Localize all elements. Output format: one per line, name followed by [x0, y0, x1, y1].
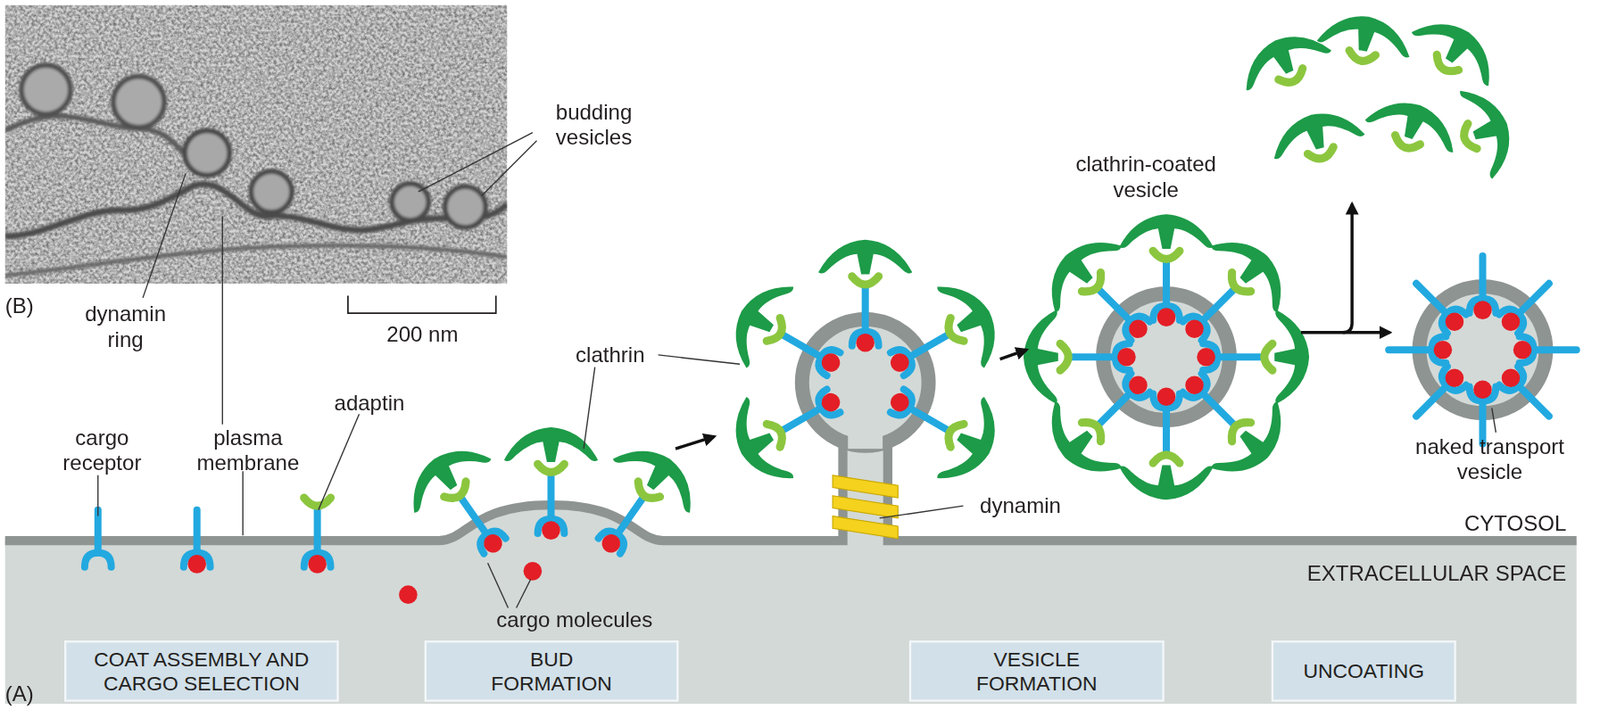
part-label: clathrin-coated vesicle	[1044, 150, 1249, 202]
cargo-receptor	[304, 510, 332, 574]
stage-box: UNCOATING	[1271, 640, 1457, 703]
micrograph-vesicle	[250, 171, 292, 213]
scale-bar	[348, 296, 497, 314]
part-label: EXTRACELLULAR SPACE	[1239, 560, 1567, 587]
part-label: (B)	[5, 292, 57, 319]
process-arrow	[675, 204, 1390, 449]
part-label: plasma membrane	[182, 424, 316, 476]
part-label: cargo receptor	[45, 424, 158, 476]
coat-units	[718, 240, 1013, 496]
stage-box: VESICLE FORMATION	[909, 640, 1165, 703]
extracellular-space	[5, 439, 1577, 705]
part-label: budding vesicles	[522, 99, 665, 150]
stage-box: BUD FORMATION	[424, 640, 680, 703]
part-label: naked transport vesicle	[1398, 433, 1583, 485]
part-label: clathrin	[559, 341, 662, 368]
vesicle-neck	[847, 432, 883, 449]
stage-label: COAT ASSEMBLY AND CARGO SELECTION	[79, 646, 324, 697]
micrograph-grain	[5, 5, 508, 284]
adaptin	[304, 497, 332, 506]
cargo-receptor	[84, 510, 112, 568]
micrograph-membrane	[5, 245, 508, 275]
part-label: dynamin	[969, 492, 1071, 519]
stage-label: VESICLE FORMATION	[960, 646, 1114, 697]
stage-label: BUD FORMATION	[474, 646, 629, 697]
micrograph-membrane	[5, 116, 186, 156]
micrograph-vesicle	[21, 65, 71, 115]
released-clathrin	[1232, 5, 1524, 183]
part-label: 200 nm	[371, 321, 473, 348]
part-label: adaptin	[318, 389, 421, 416]
stage-box: COAT ASSEMBLY AND CARGO SELECTION	[64, 640, 340, 703]
leader-line	[98, 132, 1497, 609]
part-label: cargo molecules	[477, 606, 672, 633]
part-label: CYTOSOL	[1301, 510, 1567, 537]
dynamin-ring	[832, 475, 898, 539]
micrograph-structures	[5, 65, 508, 276]
micrograph-vesicle	[113, 76, 165, 128]
coat-unit	[567, 432, 709, 579]
cargo-receptor	[183, 510, 211, 574]
micrograph-vesicle	[184, 130, 230, 175]
cargo-receptors	[1388, 256, 1576, 444]
part-label: (A)	[5, 680, 57, 707]
micrograph	[5, 5, 508, 284]
cargo-molecule	[398, 585, 418, 605]
micrograph-background	[5, 5, 508, 284]
micrograph-vesicle	[445, 186, 487, 228]
part-label: dynamin ring	[69, 300, 183, 352]
coat-units	[1023, 214, 1310, 500]
stage-label: UNCOATING	[1276, 659, 1451, 684]
cargo-molecule	[523, 562, 543, 581]
